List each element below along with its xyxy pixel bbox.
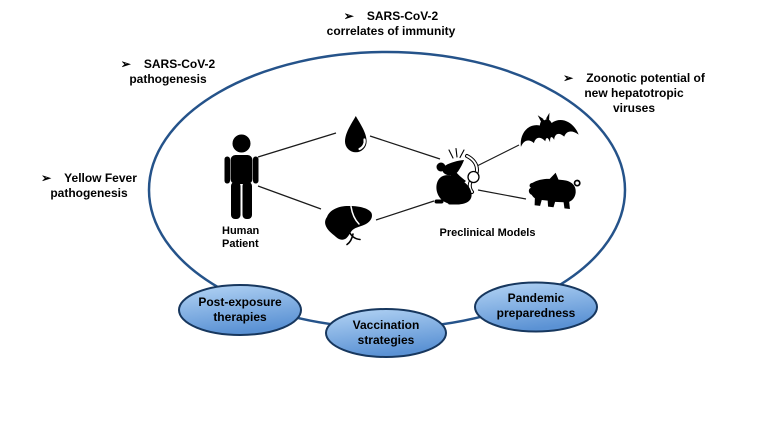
label-text: therapies <box>213 310 267 324</box>
label-line: ➢ SARS-CoV-2 <box>303 9 479 24</box>
label-text: preparedness <box>496 306 576 320</box>
bubble-label-vaccination: Vaccination strategies <box>321 318 451 348</box>
arrow-bullet-icon: ➢ <box>120 57 131 71</box>
line-mouse-bat <box>476 144 520 167</box>
arrow-bullet-icon: ➢ <box>343 9 354 23</box>
caption-preclinical-models: Preclinical Models <box>427 227 548 240</box>
bubble-pandemic-preparedness <box>474 281 598 333</box>
line-human-droplet <box>257 132 337 158</box>
label-text: Zoonotic potential of <box>586 71 705 85</box>
bubble-label-post-exposure: Post-exposure therapies <box>175 295 305 325</box>
pig-icon <box>528 172 581 209</box>
label-line: ➢ Zoonotic potential of <box>550 71 718 86</box>
line-human-liver <box>257 185 322 210</box>
human-patient-icon <box>224 134 259 219</box>
line-mouse-pig <box>477 189 527 200</box>
line-liver-mouse <box>375 200 435 221</box>
label-line: ➢ Yellow Fever <box>24 171 154 186</box>
line-droplet-mouse <box>369 135 441 160</box>
label-text: pathogenesis <box>50 186 128 200</box>
label-text: pathogenesis <box>129 72 207 86</box>
label-text: Yellow Fever <box>64 171 137 185</box>
caption-human-patient: Human Patient <box>222 225 282 251</box>
bubble-vaccination-strategies <box>325 308 447 358</box>
label-text: Post-exposure <box>198 295 282 309</box>
liver-icon <box>325 205 372 246</box>
label-text: strategies <box>357 333 415 347</box>
label-text: Human <box>222 225 260 237</box>
label-line: ➢ SARS-CoV-2 <box>98 57 238 72</box>
label-text: Preclinical Models <box>439 227 536 239</box>
label-sars-cov2-pathogenesis: ➢ SARS-CoV-2 pathogenesis <box>98 57 238 87</box>
water-droplet-icon <box>345 116 367 153</box>
label-text: new hepatotropic <box>584 86 684 100</box>
label-yellow-fever-pathogenesis: ➢ Yellow Fever pathogenesis <box>24 171 154 201</box>
label-text: correlates of immunity <box>326 24 456 38</box>
bubble-label-pandemic: Pandemic preparedness <box>471 291 601 321</box>
arrow-bullet-icon: ➢ <box>563 71 574 85</box>
label-text: Pandemic <box>507 291 565 305</box>
label-text: SARS-CoV-2 <box>366 9 439 23</box>
label-zoonotic-potential: ➢Zoonotic potential of new hepatotropic … <box>550 71 718 116</box>
mouse-icon <box>434 147 480 205</box>
label-sars-cov2-correlates: ➢ SARS-CoV-2 correlates of immunity <box>303 9 479 39</box>
bat-icon <box>520 112 579 147</box>
label-text: SARS-CoV-2 <box>143 57 216 71</box>
connector-lines <box>257 132 527 221</box>
bubble-post-exposure-therapies <box>178 284 302 336</box>
label-text: viruses <box>612 101 656 115</box>
label-text: Patient <box>222 238 259 250</box>
arrow-bullet-icon: ➢ <box>41 171 52 185</box>
label-text: Vaccination <box>352 318 420 332</box>
